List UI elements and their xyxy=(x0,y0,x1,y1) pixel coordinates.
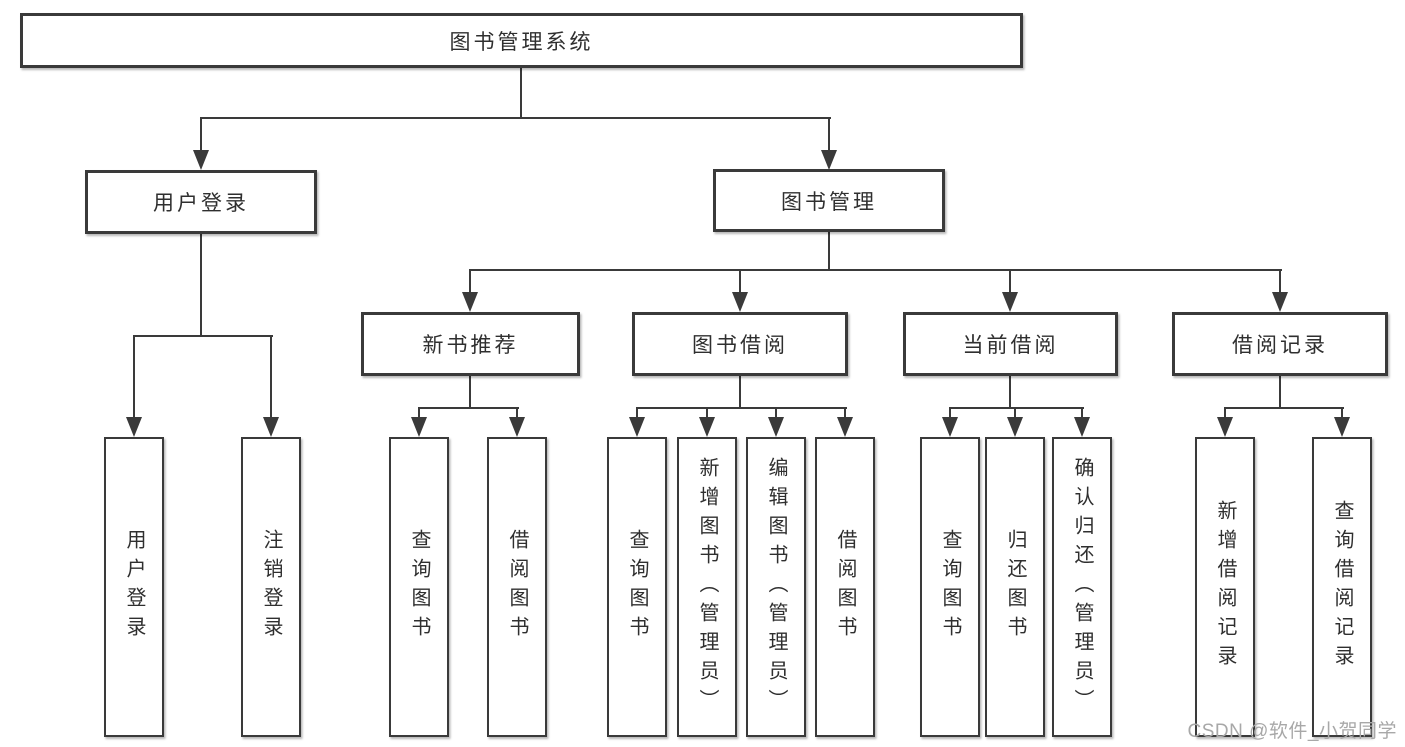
connector-user-login-rail xyxy=(133,335,273,337)
leaf-br-query-record-label: 查询借阅记录 xyxy=(1331,500,1353,674)
connector-stub xyxy=(775,407,777,421)
leaf-logout-label: 注销登录 xyxy=(260,529,282,645)
node-new-book-rec-label: 新书推荐 xyxy=(422,334,519,357)
connector-stub xyxy=(1014,407,1016,421)
connector-drop-leaf-logout xyxy=(270,335,272,419)
node-book-borrow-label: 图书借阅 xyxy=(692,334,788,357)
connector-stub xyxy=(1224,407,1226,421)
watermark: CSDN @软件_小贺同学 xyxy=(1187,721,1397,742)
connector-stub xyxy=(636,407,638,421)
arrow-down-icon xyxy=(462,292,478,312)
connector-drop-book-mgmt xyxy=(828,117,830,152)
leaf-br-query-record: 查询借阅记录 xyxy=(1312,437,1372,737)
arrow-down-icon xyxy=(629,417,645,437)
connector-drop-new-book-rec xyxy=(469,269,471,294)
leaf-bb-query-book-label: 查询图书 xyxy=(626,529,648,645)
leaf-cb-confirm-return: 确认归还（管理员） xyxy=(1052,437,1112,737)
leaf-bb-query-book: 查询图书 xyxy=(607,437,667,737)
connector-current-borrow-rail xyxy=(949,407,1084,409)
connector-drop-leaf-user-login xyxy=(133,335,135,419)
connector-stub xyxy=(1341,407,1343,421)
connector-borrow-record-stem xyxy=(1279,376,1281,409)
connector-drop-borrow-record xyxy=(1279,269,1281,294)
connector-stub xyxy=(516,407,518,421)
node-root-label: 图书管理系统 xyxy=(449,30,594,54)
connector-stub xyxy=(844,407,846,421)
connector-stub xyxy=(1081,407,1083,421)
leaf-cb-return-book: 归还图书 xyxy=(985,437,1045,737)
connector-current-borrow-stem xyxy=(1009,376,1011,409)
arrow-down-icon xyxy=(1217,417,1233,437)
node-borrow-record-label: 借阅记录 xyxy=(1232,334,1328,357)
connector-level3-rail xyxy=(469,269,1282,271)
node-current-borrow-label: 当前借阅 xyxy=(962,334,1059,357)
arrow-down-icon xyxy=(1074,417,1090,437)
leaf-bb-edit-book-label: 编辑图书（管理员） xyxy=(765,456,787,718)
leaf-rec-query-book: 查询图书 xyxy=(389,437,449,737)
leaf-bb-add-book-label: 新增图书（管理员） xyxy=(696,456,718,718)
leaf-rec-borrow-book-label: 借阅图书 xyxy=(506,529,528,645)
arrow-down-icon xyxy=(732,292,748,312)
leaf-rec-borrow-book: 借阅图书 xyxy=(487,437,547,737)
connector-root-stem xyxy=(520,68,522,119)
arrow-down-icon xyxy=(1334,417,1350,437)
arrow-down-icon xyxy=(942,417,958,437)
leaf-user-login-label: 用户登录 xyxy=(123,529,145,645)
node-current-borrow: 当前借阅 xyxy=(903,312,1118,376)
arrow-down-icon xyxy=(411,417,427,437)
node-user-login-label: 用户登录 xyxy=(153,192,249,215)
leaf-bb-borrow-book-label: 借阅图书 xyxy=(834,529,856,645)
leaf-br-add-record: 新增借阅记录 xyxy=(1195,437,1255,737)
node-borrow-record: 借阅记录 xyxy=(1172,312,1388,376)
connector-stub xyxy=(949,407,951,421)
connector-drop-user-login xyxy=(200,117,202,152)
connector-book-borrow-stem xyxy=(739,376,741,409)
leaf-cb-confirm-return-label: 确认归还（管理员） xyxy=(1071,456,1093,718)
node-book-mgmt: 图书管理 xyxy=(713,169,945,232)
leaf-cb-return-book-label: 归还图书 xyxy=(1004,529,1026,645)
connector-borrow-record-rail xyxy=(1224,407,1344,409)
connector-stub xyxy=(418,407,420,421)
connector-book-mgmt-stem xyxy=(828,232,830,271)
arrow-down-icon xyxy=(699,417,715,437)
connector-drop-current-borrow xyxy=(1009,269,1011,294)
arrow-down-icon xyxy=(821,150,837,170)
leaf-user-login: 用户登录 xyxy=(104,437,164,737)
leaf-cb-query-book: 查询图书 xyxy=(920,437,980,737)
leaf-logout: 注销登录 xyxy=(241,437,301,737)
node-new-book-rec: 新书推荐 xyxy=(361,312,580,376)
connector-level2-rail xyxy=(200,117,831,119)
connector-user-login-stem xyxy=(200,234,202,337)
connector-book-borrow-rail xyxy=(636,407,847,409)
arrow-down-icon xyxy=(837,417,853,437)
arrow-down-icon xyxy=(263,417,279,437)
arrow-down-icon xyxy=(768,417,784,437)
arrow-down-icon xyxy=(126,417,142,437)
node-book-borrow: 图书借阅 xyxy=(632,312,848,376)
connector-new-book-rec-rail xyxy=(418,407,519,409)
node-user-login: 用户登录 xyxy=(85,170,317,234)
leaf-cb-query-book-label: 查询图书 xyxy=(939,529,961,645)
arrow-down-icon xyxy=(1002,292,1018,312)
connector-drop-book-borrow xyxy=(739,269,741,294)
node-root: 图书管理系统 xyxy=(20,13,1023,68)
connector-stub xyxy=(706,407,708,421)
leaf-bb-edit-book: 编辑图书（管理员） xyxy=(746,437,806,737)
leaf-bb-add-book: 新增图书（管理员） xyxy=(677,437,737,737)
leaf-bb-borrow-book: 借阅图书 xyxy=(815,437,875,737)
arrow-down-icon xyxy=(509,417,525,437)
leaf-br-add-record-label: 新增借阅记录 xyxy=(1214,500,1236,674)
connector-new-book-rec-stem xyxy=(469,376,471,409)
arrow-down-icon xyxy=(1007,417,1023,437)
arrow-down-icon xyxy=(193,150,209,170)
leaf-rec-query-book-label: 查询图书 xyxy=(408,529,430,645)
arrow-down-icon xyxy=(1272,292,1288,312)
node-book-mgmt-label: 图书管理 xyxy=(781,190,877,214)
